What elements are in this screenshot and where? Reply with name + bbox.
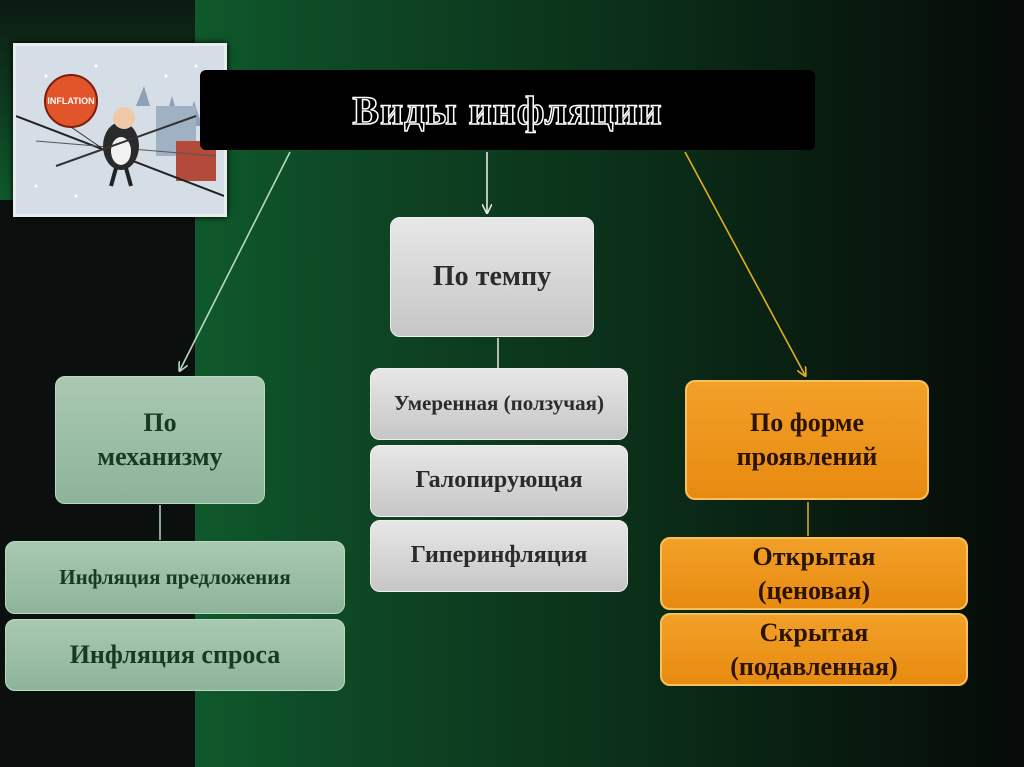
balloon-text: INFLATION xyxy=(47,96,94,106)
tempo-item-label: Умеренная (ползучая) xyxy=(394,391,604,416)
node-tempo-label: По темпу xyxy=(432,260,552,292)
form-item-label: Открытая (ценовая) xyxy=(752,541,876,605)
node-tempo-item-galloping: Галопирующая xyxy=(370,445,628,517)
node-form-label: По форме проявлений xyxy=(736,408,878,471)
page-title: Виды инфляции xyxy=(352,87,663,134)
node-mechanism-item-supply: Инфляция предложения xyxy=(5,541,345,614)
left-strip-bottom xyxy=(0,690,195,767)
form-item-label: Скрытая (подавленная) xyxy=(730,617,898,681)
mechanism-item-label: Инфляция предложения xyxy=(59,564,291,589)
inflation-cartoon-image: INFLATION xyxy=(13,43,227,217)
node-tempo-item-hyper: Гиперинфляция xyxy=(370,520,628,592)
node-mechanism: По механизму xyxy=(55,376,265,504)
node-mechanism-item-demand: Инфляция спроса xyxy=(5,619,345,691)
node-tempo: По темпу xyxy=(390,217,594,337)
node-tempo-item-moderate: Умеренная (ползучая) xyxy=(370,368,628,440)
title-box: Виды инфляции xyxy=(200,70,815,150)
tempo-item-label: Галопирующая xyxy=(415,467,583,494)
node-form-item-open: Открытая (ценовая) xyxy=(660,537,968,610)
node-form-item-hidden: Скрытая (подавленная) xyxy=(660,613,968,686)
mechanism-item-label: Инфляция спроса xyxy=(69,640,281,670)
tightrope-walker-illustration: INFLATION xyxy=(16,46,224,214)
node-mechanism-label: По механизму xyxy=(97,408,223,471)
node-form: По форме проявлений xyxy=(685,380,929,500)
tempo-item-label: Гиперинфляция xyxy=(410,542,588,569)
